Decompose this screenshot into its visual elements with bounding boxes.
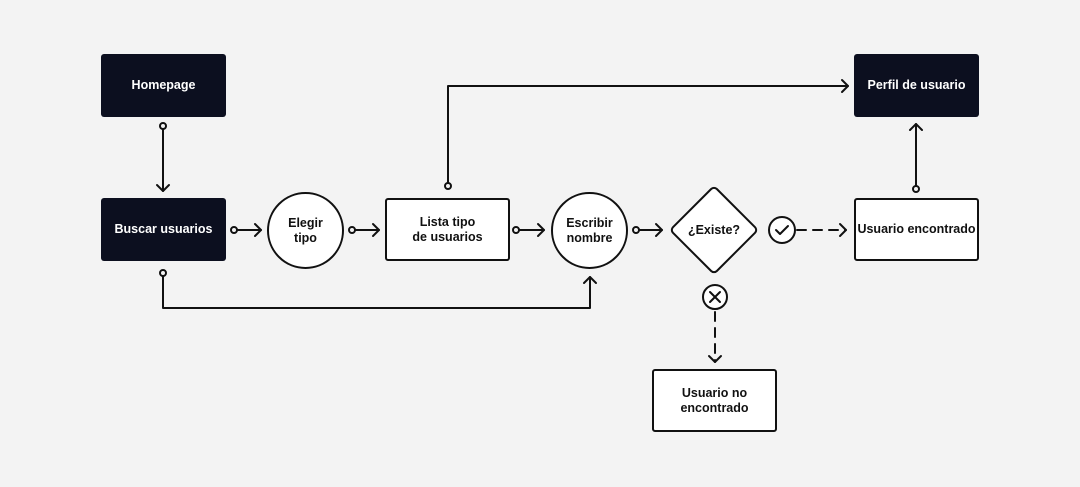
node-elegir-tipo: Elegir tipo <box>267 192 344 269</box>
node-perfil-usuario: Perfil de usuario <box>854 54 979 117</box>
node-homepage-label: Homepage <box>131 78 196 92</box>
edge-lista-to-escribir <box>512 223 545 237</box>
edge-lista-to-perfil <box>444 79 849 190</box>
edge-homepage-to-buscar <box>156 122 170 192</box>
edge-existe-to-no-encontrado <box>708 311 722 363</box>
node-existe: ¿Existe? <box>670 215 758 245</box>
node-usuario-encontrado-label: Usuario encontrado <box>857 222 976 236</box>
node-homepage: Homepage <box>101 54 226 117</box>
edge-existe-to-encontrado <box>796 223 847 237</box>
decision-diamond <box>670 186 758 274</box>
edge-encontrado-to-perfil <box>909 123 923 193</box>
edge-buscar-to-escribir <box>159 269 597 309</box>
node-lista-tipo: Lista tipo de usuarios <box>385 198 510 261</box>
node-perfil-usuario-label: Perfil de usuario <box>867 78 966 92</box>
node-escribir-nombre: Escribir nombre <box>551 192 628 269</box>
node-usuario-no-encontrado-label: Usuario no encontrado <box>680 385 749 415</box>
node-existe-label: ¿Existe? <box>687 223 741 237</box>
node-lista-tipo-label: Lista tipo de usuarios <box>412 214 483 244</box>
node-usuario-encontrado: Usuario encontrado <box>854 198 979 261</box>
node-buscar-usuarios-label: Buscar usuarios <box>114 222 213 236</box>
edge-elegir-to-lista <box>348 223 380 237</box>
node-buscar-usuarios: Buscar usuarios <box>101 198 226 261</box>
close-icon <box>702 284 728 310</box>
node-elegir-tipo-label: Elegir tipo <box>288 215 323 245</box>
node-usuario-no-encontrado: Usuario no encontrado <box>652 369 777 432</box>
edge-escribir-to-existe <box>632 223 663 237</box>
edge-buscar-to-elegir <box>230 223 262 237</box>
check-icon <box>768 216 796 244</box>
node-escribir-nombre-label: Escribir nombre <box>566 215 613 245</box>
